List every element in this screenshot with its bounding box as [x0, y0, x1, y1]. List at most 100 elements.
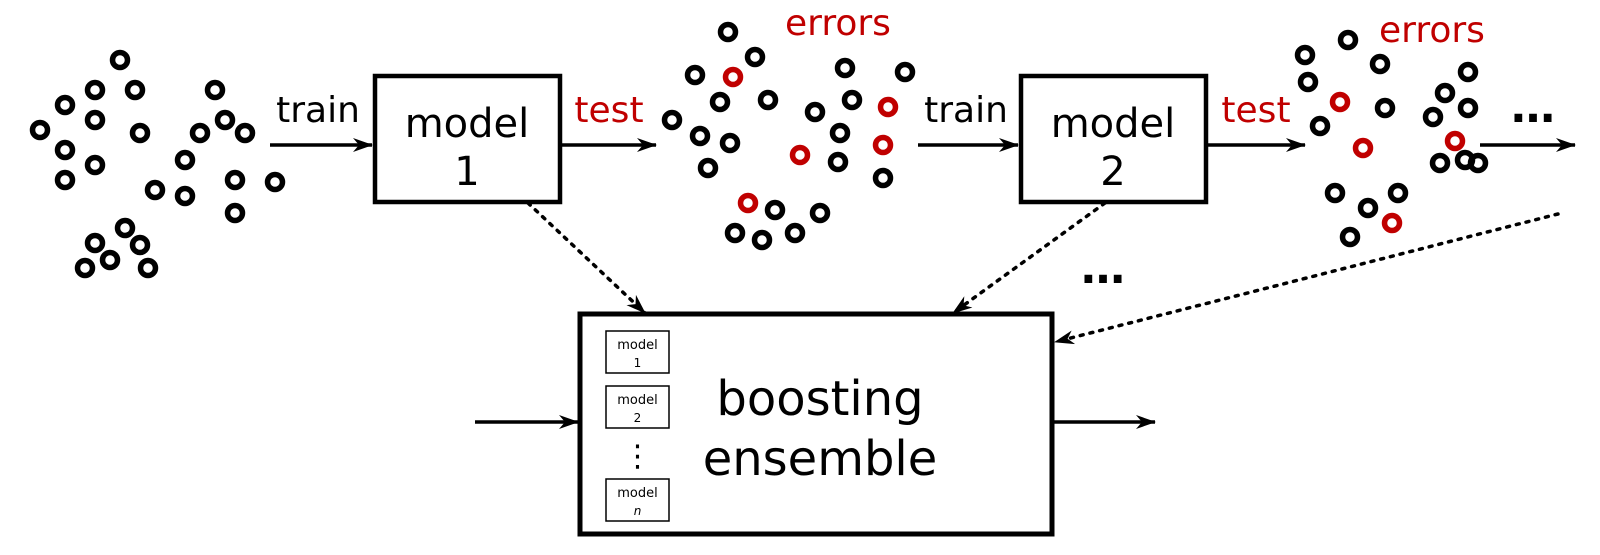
- data-point: [174, 185, 196, 207]
- data-point: [137, 257, 159, 279]
- data-point: [841, 89, 863, 111]
- data-point: [872, 167, 894, 189]
- data-point: [1339, 226, 1361, 248]
- data-point: [1297, 71, 1319, 93]
- data-point: [717, 21, 739, 43]
- data-point: [114, 217, 136, 239]
- data-point: [1369, 53, 1391, 75]
- data-point: [1387, 182, 1409, 204]
- mini-model-n-label: model: [617, 486, 657, 501]
- data-point: [1434, 82, 1456, 104]
- data-point: [84, 79, 106, 101]
- data-point: [1467, 152, 1489, 174]
- data-point: [84, 232, 106, 254]
- error-point: [722, 66, 744, 88]
- error-point: [1444, 130, 1466, 152]
- data-point: [1457, 97, 1479, 119]
- errors-label-2: errors: [1379, 10, 1485, 51]
- data-point: [109, 49, 131, 71]
- model1-to-ensemble-arrow: [526, 201, 647, 315]
- test-results-stage2-points: [1294, 29, 1489, 248]
- data-point: [697, 157, 719, 179]
- training-data-points: [29, 49, 286, 279]
- data-point: [757, 89, 779, 111]
- data-point: [54, 94, 76, 116]
- data-point: [54, 139, 76, 161]
- data-point: [784, 222, 806, 244]
- error-point: [872, 134, 894, 156]
- mini-models-vdots: ⋮: [623, 439, 653, 474]
- data-point: [84, 109, 106, 131]
- data-point: [804, 101, 826, 123]
- data-point: [1457, 61, 1479, 83]
- data-point: [719, 132, 741, 154]
- mini-model-1-box: [605, 330, 670, 374]
- data-point: [204, 79, 226, 101]
- mini-model-1-number: 1: [634, 356, 642, 370]
- data-point: [224, 169, 246, 191]
- data-point: [764, 199, 786, 221]
- data-point: [124, 79, 146, 101]
- error-point: [737, 192, 759, 214]
- error-point: [1329, 91, 1351, 113]
- data-point: [834, 57, 856, 79]
- data-point: [84, 154, 106, 176]
- model-2-box: [1018, 73, 1209, 205]
- test-results-stage1-points: [661, 21, 916, 251]
- data-point: [827, 151, 849, 173]
- modeln-to-ensemble-arrow: [1053, 212, 1560, 345]
- data-point: [1422, 106, 1444, 128]
- data-point: [54, 169, 76, 191]
- data-point: [1294, 44, 1316, 66]
- error-point: [789, 144, 811, 166]
- data-point: [74, 257, 96, 279]
- mini-model-n-box: [605, 478, 670, 522]
- data-point: [684, 64, 706, 86]
- train-label-1: train: [276, 90, 360, 131]
- error-point: [877, 96, 899, 118]
- ellipsis-middle: …: [1081, 243, 1125, 294]
- data-point: [174, 149, 196, 171]
- data-point: [661, 109, 683, 131]
- data-point: [689, 125, 711, 147]
- error-point: [1381, 212, 1403, 234]
- data-point: [144, 179, 166, 201]
- model2-to-ensemble-arrow: [951, 201, 1107, 315]
- data-point: [1374, 97, 1396, 119]
- error-point: [1352, 137, 1374, 159]
- train-label-2: train: [924, 90, 1008, 131]
- mini-model-2-box: [605, 385, 670, 429]
- data-point: [129, 234, 151, 256]
- data-point: [809, 202, 831, 224]
- data-point: [744, 46, 766, 68]
- data-point: [264, 171, 286, 193]
- data-point: [1337, 29, 1359, 51]
- data-point: [1309, 115, 1331, 137]
- mini-model-n-number: n: [634, 504, 642, 518]
- data-point: [1357, 197, 1379, 219]
- mini-model-2-number: 2: [634, 411, 642, 425]
- data-point: [1429, 152, 1451, 174]
- data-point: [724, 222, 746, 244]
- errors-label-1: errors: [785, 3, 891, 44]
- test-label-1: test: [574, 90, 643, 131]
- data-point: [894, 61, 916, 83]
- data-point: [751, 229, 773, 251]
- test-label-2: test: [1221, 90, 1290, 131]
- mini-model-2-label: model: [617, 393, 657, 408]
- ellipsis-top: …: [1511, 82, 1555, 133]
- data-point: [214, 109, 236, 131]
- data-point: [224, 202, 246, 224]
- data-point: [1324, 182, 1346, 204]
- model-2-label: model: [1051, 101, 1176, 147]
- ensemble-title-line1: boosting: [716, 371, 923, 427]
- data-point: [829, 122, 851, 144]
- model-1-number: 1: [454, 149, 479, 195]
- mini-model-1-label: model: [617, 338, 657, 353]
- model-1-box: [372, 73, 563, 205]
- data-point: [709, 91, 731, 113]
- model-1-label: model: [405, 101, 530, 147]
- data-point: [99, 249, 121, 271]
- ensemble-title-line2: ensemble: [703, 431, 938, 487]
